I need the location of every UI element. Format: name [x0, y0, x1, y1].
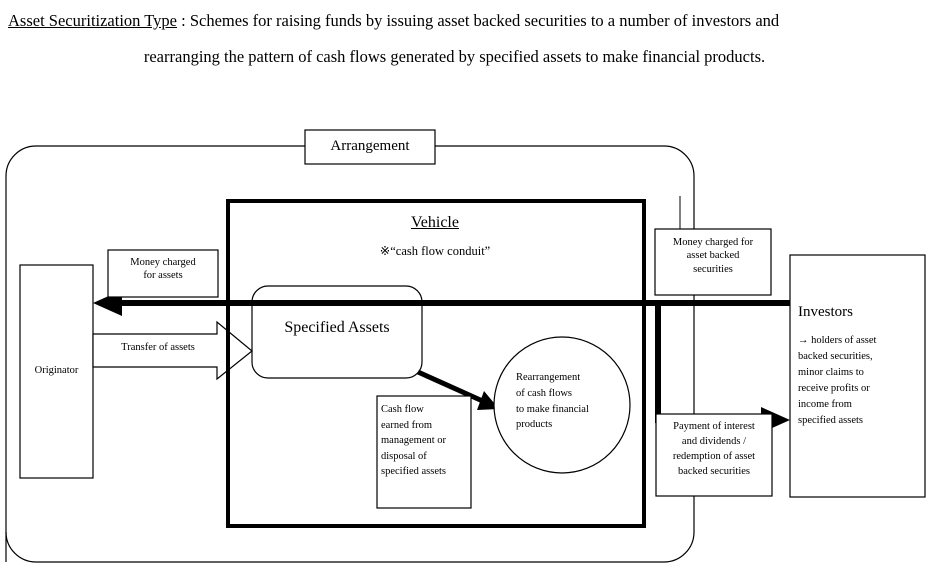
specified-assets-box	[251, 285, 423, 379]
money-for-assets-label: Money charged for assets	[130, 257, 196, 282]
caption-line-1: Asset Securitization Type : Schemes for …	[0, 10, 929, 32]
vehicle-title: Vehicle	[411, 214, 459, 231]
money-for-abs-box	[654, 228, 772, 296]
cash-flow-arrow-line	[416, 369, 489, 406]
rearrangement-circle	[493, 336, 631, 474]
money-for-abs-label: Money charged for asset backed securitie…	[672, 237, 754, 275]
caption-term: Asset Securitization Type	[8, 11, 178, 30]
rearrangement-circle-label: Rearrangement of cash flows to make fina…	[516, 372, 589, 431]
investors-title: Investors	[798, 304, 853, 320]
originator-box	[19, 264, 94, 479]
cash-flow-earned-label: Cash flow earned from management or disp…	[381, 404, 447, 478]
transfer-of-assets-label: Transfer of assets	[121, 342, 195, 353]
transfer-of-assets-arrow	[92, 320, 253, 381]
arrangement-box	[304, 129, 436, 165]
arrangement-outline-right	[5, 145, 695, 563]
caption-block: Asset Securitization Type : Schemes for …	[0, 0, 929, 68]
caption-separator: :	[177, 11, 190, 30]
cash-flow-earned-box	[376, 395, 472, 509]
caption-line-2: rearranging the pattern of cash flows ge…	[143, 47, 766, 66]
originator-label: Originator	[34, 365, 79, 376]
payment-label: Payment of interest and dividends / rede…	[672, 421, 756, 477]
vehicle-subtitle: ※“cash flow conduit”	[379, 244, 491, 258]
specified-assets-label: Specified Assets	[284, 319, 390, 336]
money-for-assets-box	[107, 249, 219, 298]
caption-line1-rest: Schemes for raising funds by issuing ass…	[189, 11, 780, 30]
arrangement-outline-left	[5, 145, 305, 562]
payment-box	[655, 413, 773, 497]
investors-detail: → holders of asset backed securities, mi…	[798, 335, 877, 426]
arrangement-label: Arrangement	[330, 138, 410, 154]
investors-box	[789, 254, 926, 498]
